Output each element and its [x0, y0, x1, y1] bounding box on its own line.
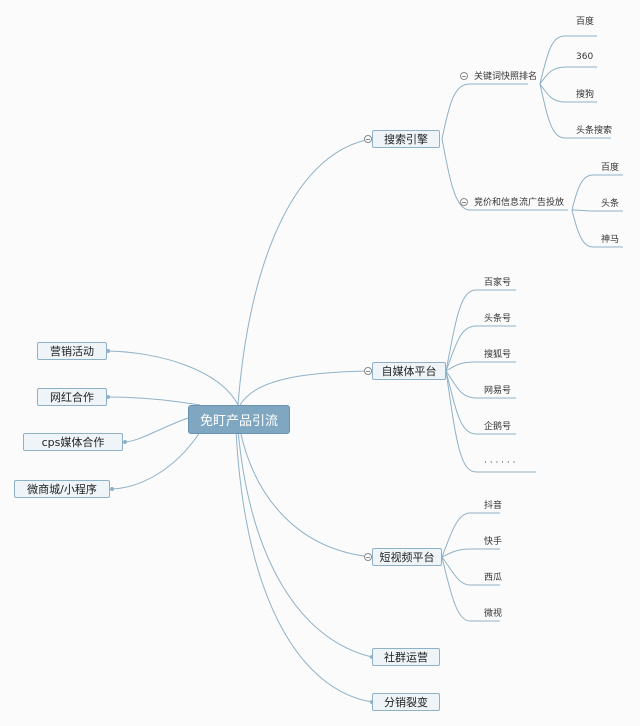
branch-label: 分销裂变 — [384, 696, 428, 709]
leaf-keyword-sogou[interactable]: 搜狗 — [576, 86, 616, 100]
connector-keyword-item-2 — [539, 83, 597, 103]
leaf-video-weishi[interactable]: 微视 — [484, 605, 514, 619]
root-node[interactable]: 免盯产品引流 — [188, 405, 290, 434]
collapse-short-video-icon[interactable] — [364, 553, 372, 561]
connector-dot-marketing — [106, 349, 110, 353]
leaf-keyword-360[interactable]: 360 — [576, 50, 616, 64]
leaf-label: 搜狗 — [576, 89, 595, 100]
leaf-label: 头条 — [601, 198, 620, 209]
connector-root-mall — [111, 431, 201, 490]
leaf-label: · · · · · · — [484, 458, 516, 468]
branch-distribution-fission[interactable]: 分销裂变 — [372, 693, 440, 711]
root-label: 免盯产品引流 — [199, 414, 278, 429]
leaf-label: 西瓜 — [484, 572, 503, 583]
connector-keyword-item-1 — [539, 66, 597, 85]
leaf-video-kuaishou[interactable]: 快手 — [484, 533, 514, 547]
connector-bidding-item-2 — [571, 209, 623, 248]
connector-video-item-2 — [441, 556, 500, 586]
branch-cps-media[interactable]: cps媒体合作 — [23, 433, 123, 451]
subgroup-label: 关键词快照排名 — [474, 71, 538, 82]
branch-label: cps媒体合作 — [41, 436, 105, 449]
connector-bidding-item-1 — [571, 209, 623, 212]
leaf-label: 百家号 — [484, 277, 512, 288]
collapse-self-media-icon[interactable] — [364, 367, 372, 375]
leaf-media-more[interactable]: · · · · · · — [484, 456, 540, 470]
connector-dot-influencer — [106, 395, 110, 399]
branch-label: 短视频平台 — [379, 551, 435, 564]
connector-media-item-0 — [445, 289, 516, 372]
collapse-keyword-ranking-icon[interactable] — [460, 72, 468, 80]
leaf-label: 微视 — [484, 608, 503, 619]
leaf-label: 头条号 — [484, 313, 512, 324]
leaf-media-penguin[interactable]: 企鹅号 — [484, 418, 524, 432]
branch-search-engine[interactable]: 搜索引擎 — [372, 130, 440, 148]
connector-media-item-5 — [445, 370, 536, 473]
branch-community-operation[interactable]: 社群运营 — [372, 648, 440, 666]
collapse-bidding-ads-icon[interactable] — [460, 198, 468, 206]
connector-root-media — [239, 370, 373, 406]
connector-video-item-0 — [441, 512, 500, 558]
leaf-label: 百度 — [576, 16, 595, 27]
branch-short-video[interactable]: 短视频平台 — [372, 548, 442, 566]
branch-label: 营销活动 — [50, 345, 94, 358]
subgroup-keyword-ranking[interactable]: 关键词快照排名 — [474, 68, 540, 82]
connector-root-cps — [124, 417, 189, 443]
leaf-label: 快手 — [484, 536, 503, 547]
leaf-video-douyin[interactable]: 抖音 — [484, 497, 514, 511]
leaf-keyword-toutiao-search[interactable]: 头条搜索 — [576, 122, 626, 136]
leaf-bidding-baidu[interactable]: 百度 — [601, 159, 631, 173]
leaf-label: 神马 — [601, 234, 620, 245]
connector-root-search — [237, 138, 373, 406]
branch-label: 搜索引擎 — [384, 133, 428, 146]
leaf-keyword-baidu[interactable]: 百度 — [576, 13, 616, 27]
branch-label: 微商城/小程序 — [27, 483, 97, 496]
connector-media-item-3 — [445, 370, 516, 399]
connector-search-bidding — [441, 138, 568, 211]
leaf-label: 360 — [576, 52, 594, 62]
leaf-label: 网易号 — [484, 385, 512, 396]
leaf-bidding-shenma[interactable]: 神马 — [601, 231, 631, 245]
branch-self-media[interactable]: 自媒体平台 — [372, 362, 446, 380]
leaf-label: 企鹅号 — [484, 421, 512, 432]
branch-micro-mall[interactable]: 微商城/小程序 — [14, 480, 110, 498]
connector-root-video — [239, 429, 373, 558]
leaf-label: 头条搜索 — [576, 125, 613, 136]
subgroup-label: 竞价和信息流广告投放 — [474, 197, 565, 208]
connector-dot-mall — [110, 487, 114, 491]
connector-keyword-item-3 — [539, 83, 611, 139]
leaf-label: 搜狐号 — [484, 349, 512, 360]
connector-keyword-item-0 — [539, 35, 597, 85]
connector-root-marketing — [107, 350, 239, 406]
connector-video-item-1 — [441, 548, 500, 558]
leaf-media-toutiao[interactable]: 头条号 — [484, 310, 524, 324]
connector-root-community — [237, 429, 373, 658]
connector-bidding-item-0 — [571, 174, 623, 211]
branch-label: 网红合作 — [50, 391, 94, 404]
collapse-search-engine-icon[interactable] — [364, 135, 372, 143]
connector-media-item-2 — [445, 361, 516, 372]
branch-label: 自媒体平台 — [381, 365, 437, 378]
leaf-label: 抖音 — [484, 500, 503, 511]
leaf-media-sohu[interactable]: 搜狐号 — [484, 346, 524, 360]
connector-dot-cps — [123, 440, 127, 444]
connector-root-distribution — [235, 429, 373, 703]
connector-media-item-1 — [445, 325, 516, 372]
branch-influencer-cooperation[interactable]: 网红合作 — [37, 388, 107, 406]
connector-search-keyword — [441, 83, 528, 140]
leaf-media-baijia[interactable]: 百家号 — [484, 274, 524, 288]
branch-marketing-activity[interactable]: 营销活动 — [37, 342, 107, 360]
leaf-label: 百度 — [601, 162, 620, 173]
connector-video-item-3 — [441, 556, 500, 622]
subgroup-bidding-ads[interactable]: 竞价和信息流广告投放 — [474, 194, 570, 208]
leaf-video-xigua[interactable]: 西瓜 — [484, 569, 514, 583]
connector-media-item-4 — [445, 370, 516, 435]
leaf-bidding-toutiao[interactable]: 头条 — [601, 195, 631, 209]
branch-label: 社群运营 — [384, 651, 428, 664]
connector-root-influencer — [107, 396, 201, 406]
leaf-media-netease[interactable]: 网易号 — [484, 382, 524, 396]
